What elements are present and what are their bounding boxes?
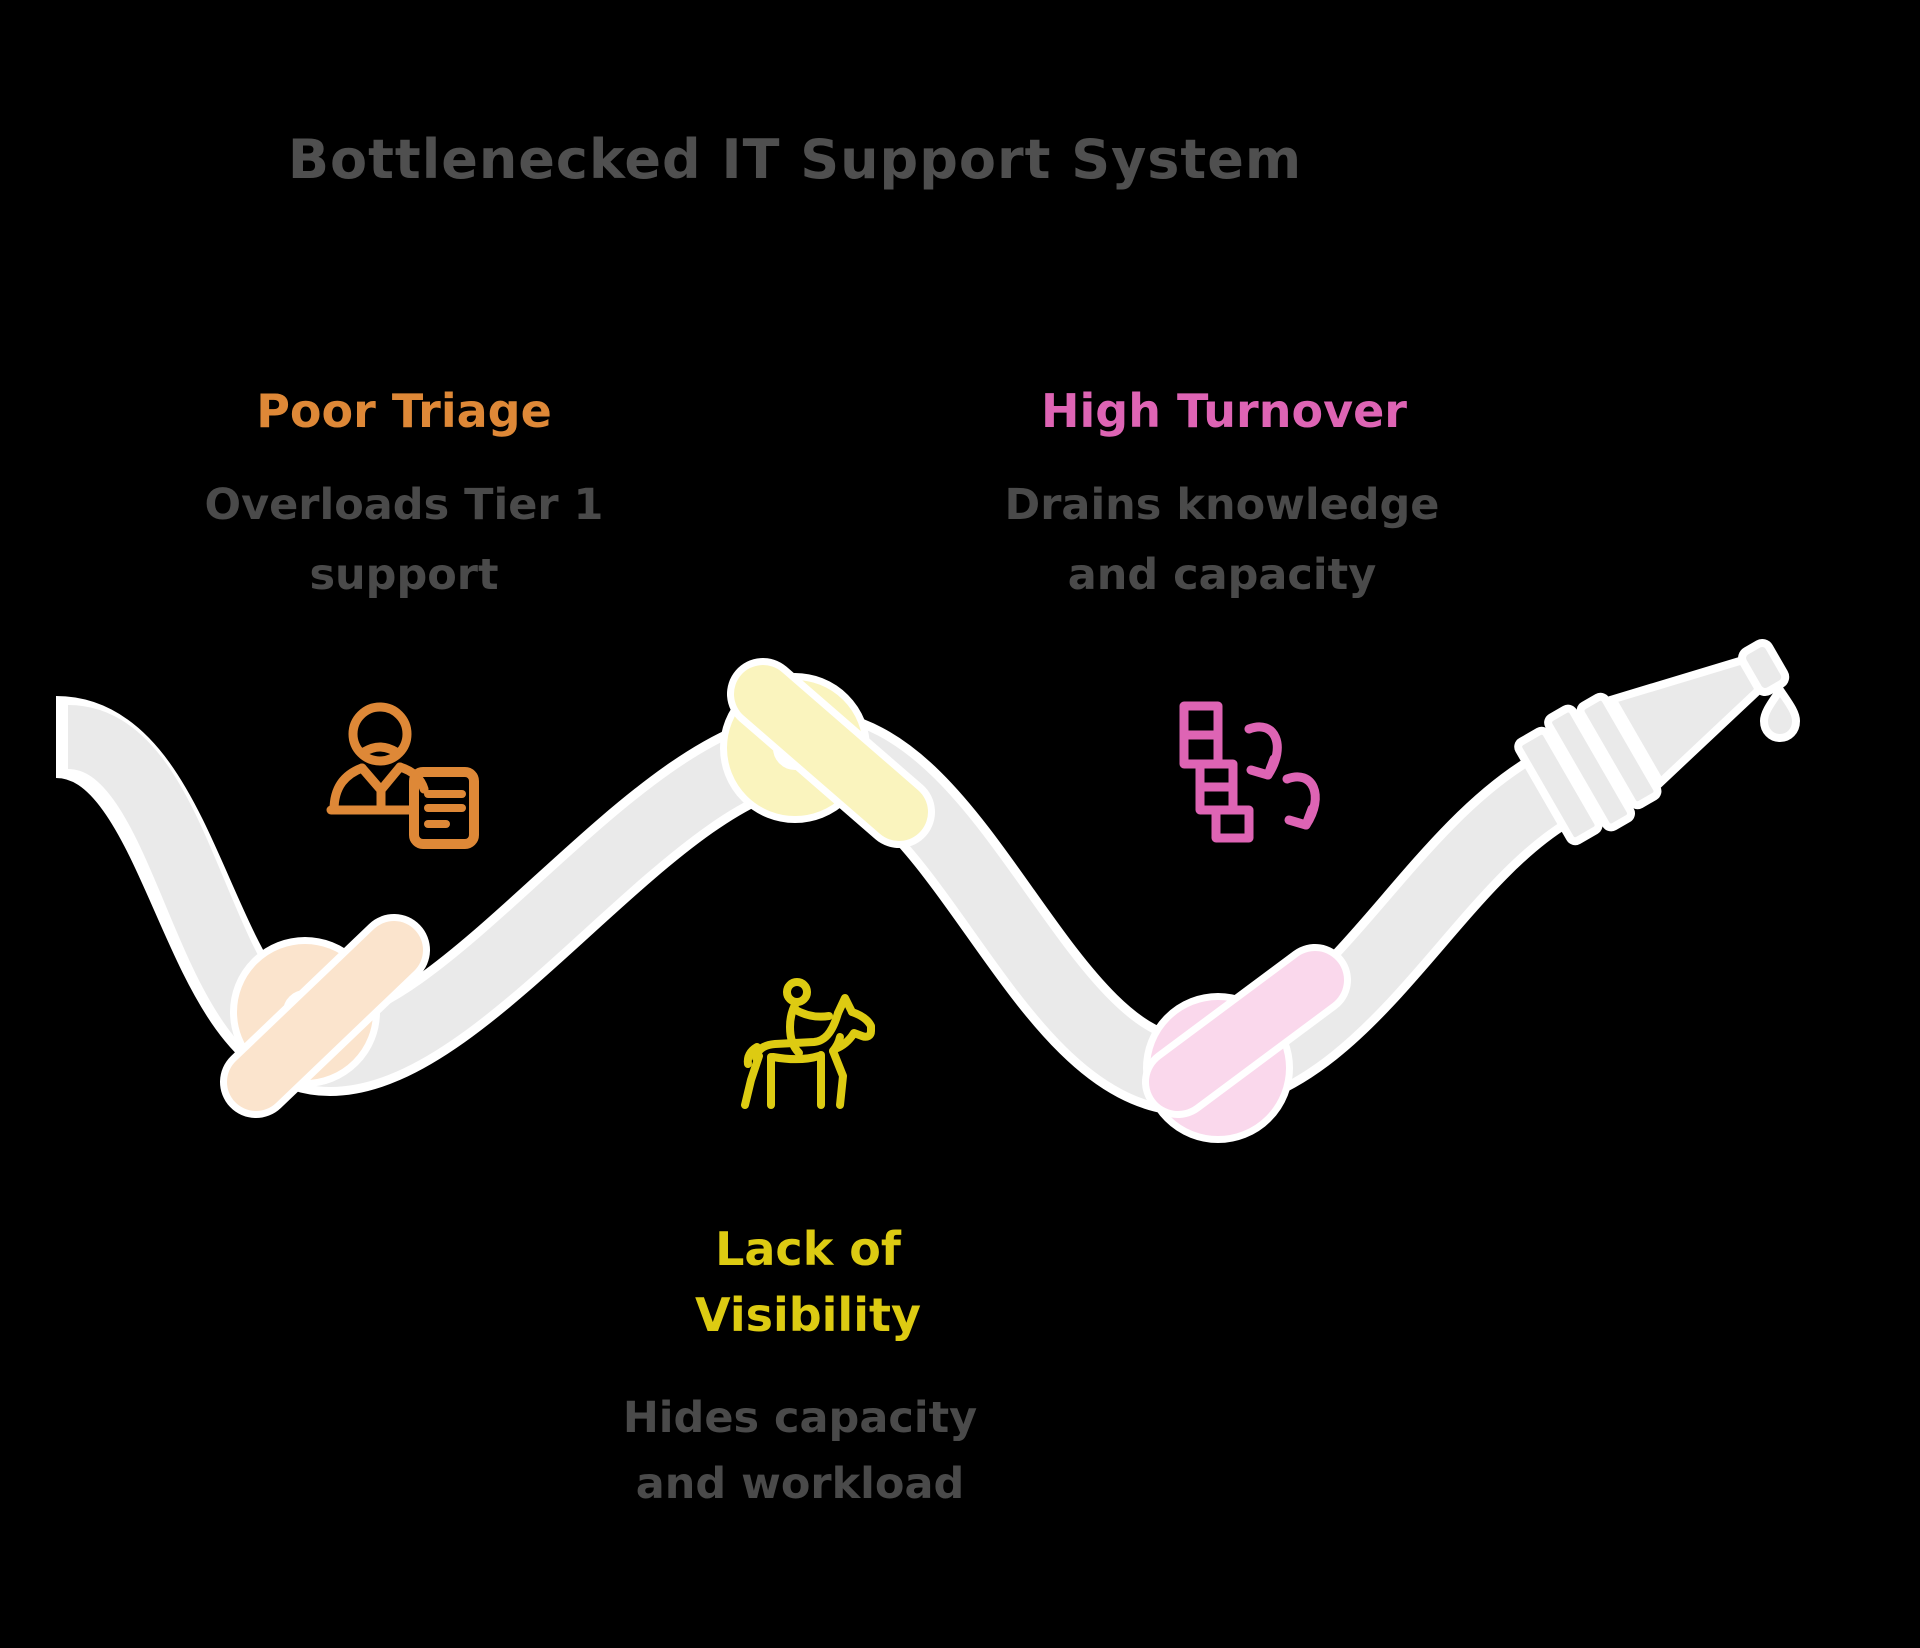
frown-mouth [359, 742, 401, 757]
section-description-poor-triage: Overloads Tier 1 support [204, 480, 604, 600]
page-title: Bottlenecked IT Support System [287, 128, 1303, 191]
section-description-high-turnover: Drains knowledge and capacity [1004, 480, 1440, 600]
horse-tail [743, 1043, 761, 1068]
section-label-lack-of-visibility: Lack of Visibility [695, 1222, 921, 1342]
support-agent-document-icon [326, 702, 479, 849]
staff-rotation-icon [1179, 701, 1320, 843]
knot-peach [220, 914, 430, 1118]
knot-yellow [720, 658, 935, 848]
section-label-poor-triage: Poor Triage [256, 384, 552, 438]
horse-ear [834, 994, 856, 1017]
ticket-document [409, 767, 479, 849]
nozzle-ridge [1544, 704, 1635, 832]
knot-pink [1142, 944, 1351, 1143]
rider-head [783, 978, 811, 1006]
nozzle-tip [1738, 639, 1790, 696]
nozzle-ridge [1514, 726, 1603, 846]
section-description-lack-of-visibility: Hides capacity and workload [622, 1393, 978, 1509]
horse-rider-icon [741, 978, 875, 1109]
section-label-high-turnover: High Turnover [1041, 384, 1407, 438]
water-drop-icon [1759, 682, 1801, 743]
nozzle [1514, 639, 1790, 846]
nozzle-ridge [1576, 692, 1662, 810]
